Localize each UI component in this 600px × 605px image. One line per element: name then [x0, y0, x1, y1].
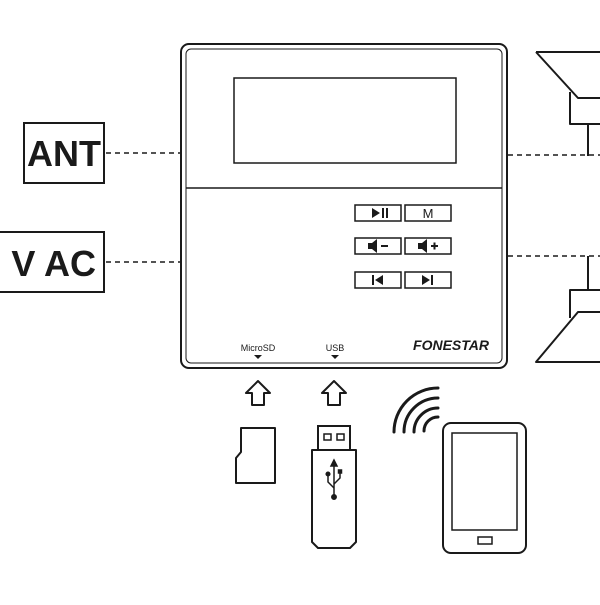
play-icon	[372, 208, 380, 218]
antenna-label: ANT	[27, 133, 101, 174]
previous-button[interactable]	[354, 271, 402, 289]
pause-bar-icon	[382, 208, 384, 218]
smartphone-icon	[442, 422, 527, 554]
brand-logo: FONESTAR	[413, 337, 490, 353]
microsd-port-label: MicroSD	[241, 343, 276, 353]
usb-symbol-icon	[325, 458, 343, 500]
antenna-box	[23, 122, 105, 184]
wireless-signal-icon	[392, 386, 440, 434]
volume-up-button[interactable]	[404, 237, 452, 255]
usb-port-label: USB	[326, 343, 345, 353]
microsd-arrow-icon	[245, 380, 271, 406]
display-screen	[233, 77, 457, 164]
usb-stick-icon	[311, 425, 357, 549]
minus-icon	[381, 245, 388, 247]
usb-port-indicator-icon	[331, 355, 339, 359]
power-label: 240 V AC	[0, 243, 96, 284]
device-panel: M MicroSD USB FONESTAR	[180, 43, 508, 369]
previous-icon	[372, 275, 374, 285]
speaker-top-icon	[535, 51, 600, 156]
mode-button[interactable]: M	[404, 204, 452, 222]
speaker-bottom-icon	[535, 256, 600, 363]
next-button[interactable]	[404, 271, 452, 289]
power-input: 240 V AC	[0, 231, 180, 293]
next-icon	[422, 275, 430, 285]
antenna-input: ANT	[23, 122, 180, 184]
microsd-card-icon	[235, 427, 276, 484]
power-box	[0, 231, 105, 293]
device-inner-frame	[185, 48, 503, 364]
mode-label: M	[423, 206, 434, 221]
speaker-icon	[418, 239, 427, 253]
play-pause-button[interactable]	[354, 204, 402, 222]
usb-arrow-icon	[321, 380, 347, 406]
volume-down-button[interactable]	[354, 237, 402, 255]
speaker-icon	[368, 239, 377, 253]
microsd-port-indicator-icon	[254, 355, 262, 359]
